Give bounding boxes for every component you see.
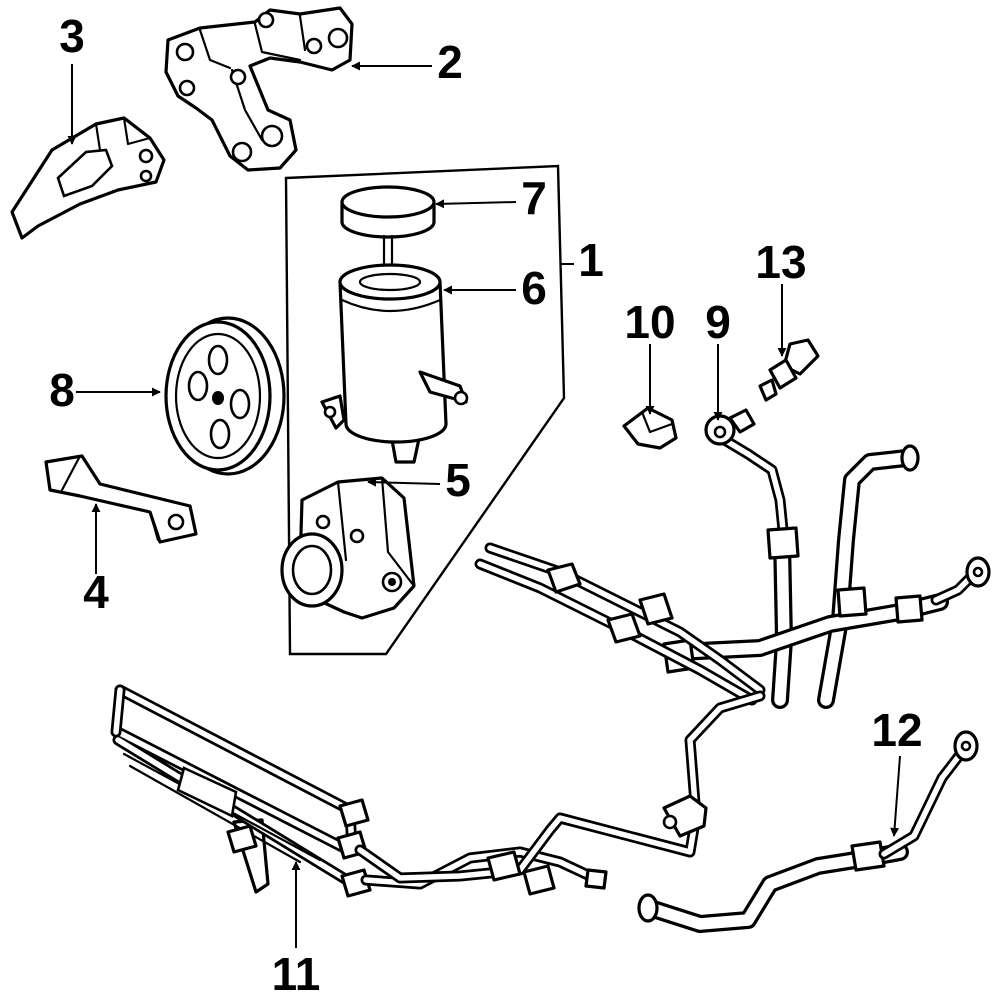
pulley: [164, 316, 286, 476]
lower-return-line: [354, 690, 766, 896]
callout-1: 1: [578, 234, 604, 286]
leader-5: [367, 477, 441, 487]
support-bracket: [10, 116, 166, 240]
callout-11: 11: [272, 948, 321, 1000]
return-hose: [662, 444, 991, 709]
brace: [44, 454, 198, 544]
upper-cooler-lines: [474, 542, 766, 706]
callout-3: 3: [59, 10, 85, 62]
oil-cooler: [110, 684, 372, 898]
callout-4: 4: [83, 566, 109, 618]
callout-6: 6: [521, 262, 547, 314]
callout-2: 2: [437, 36, 463, 88]
reservoir: [320, 263, 469, 464]
callout-5: 5: [445, 454, 471, 506]
leader-12: [890, 755, 901, 837]
callout-10: 10: [624, 296, 675, 348]
leader-7: [435, 199, 517, 209]
pressure-switch: [758, 338, 820, 402]
callout-13: 13: [755, 236, 806, 288]
leader-lines: [67, 61, 901, 948]
callout-9: 9: [705, 296, 731, 348]
reservoir-cap: [340, 185, 436, 278]
pump-body: [280, 476, 416, 620]
callout-7: 7: [521, 172, 547, 224]
reservoir-return-hose: [637, 730, 979, 933]
pump-mounting-bracket: [164, 6, 354, 172]
callout-8: 8: [49, 364, 75, 416]
callout-labels: 3 2 7 1 6 13 10 9 8 5 4 12 11: [49, 10, 922, 1000]
callout-12: 12: [871, 704, 922, 756]
